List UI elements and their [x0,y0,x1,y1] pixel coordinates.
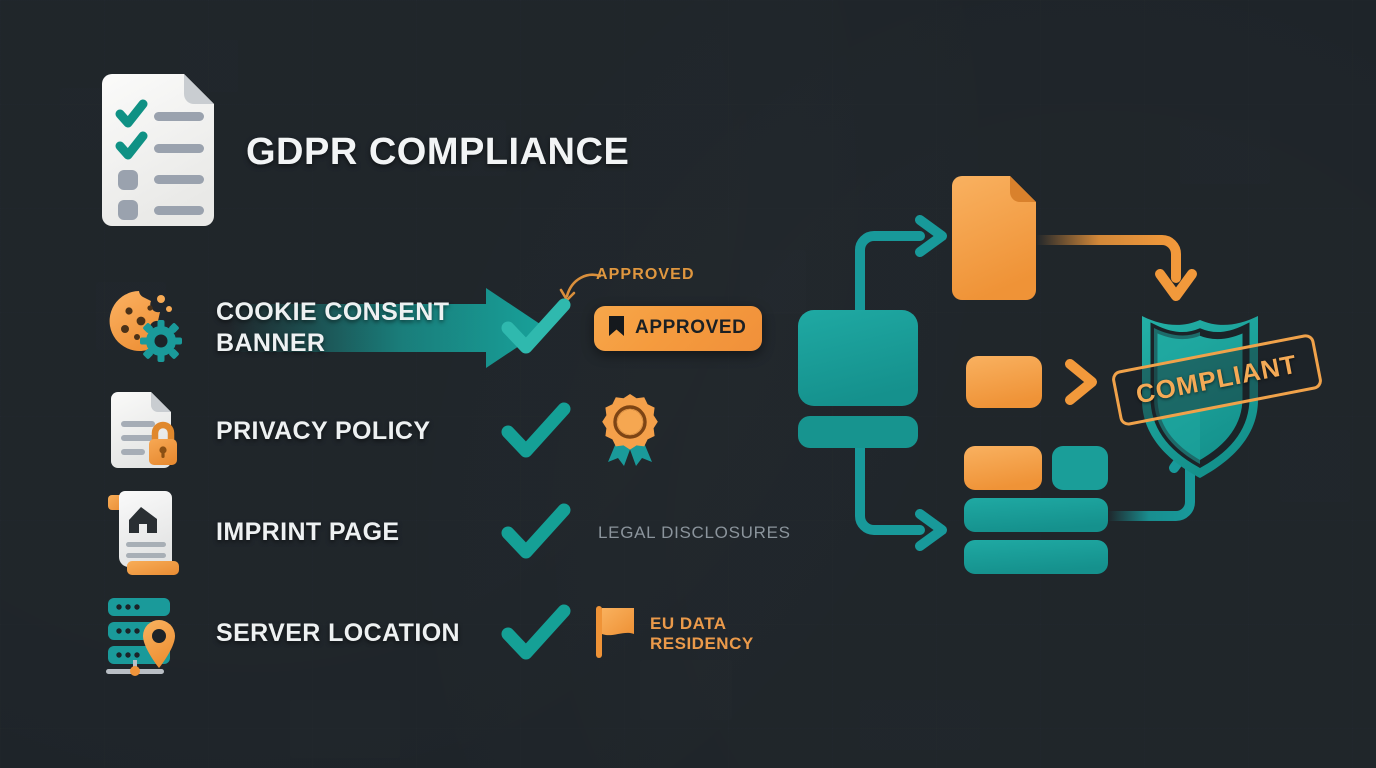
privacy-policy-trailing [598,392,662,473]
checklist-document-icon [98,70,218,235]
checklist-row-privacy-policy[interactable]: PRIVACY POLICY [98,384,662,480]
compliance-flow-diagram [798,176,1258,574]
document-lock-icon [98,384,194,480]
eu-residency-trailing: EU DATA RESIDENCY [594,604,754,665]
scroll-house-icon [98,485,194,581]
page-title: GDPR COMPLIANCE [246,131,630,173]
approved-badge[interactable]: APPROVED [594,305,763,351]
checklist-row-label: COOKIE CONSENT BANNER [216,297,450,357]
check-icon [486,298,586,358]
checklist-row-label: PRIVACY POLICY [216,417,431,446]
award-rosette-icon [598,392,662,473]
flag-icon [594,604,638,665]
page-header: GDPR COMPLIANCE [98,70,629,235]
shield-icon [1142,316,1258,478]
approved-badge-label: APPROVED [635,317,747,338]
checklist-row-server-location[interactable]: SERVER LOCATION [98,586,754,682]
imprint-trailing: LEGAL DISCLOSURES [598,523,791,543]
legal-disclosures-label: LEGAL DISCLOSURES [598,523,791,542]
check-icon [486,503,586,563]
check-icon [486,402,586,462]
checklist-row-cookie-consent[interactable]: COOKIE CONSENT BANNER APPROVED [98,280,763,376]
checklist-row-label: IMPRINT PAGE [216,518,400,547]
check-icon [486,604,586,664]
checklist-row-imprint-page[interactable]: IMPRINT PAGE LEGAL DISCLOSURES [98,485,791,581]
approved-callout-label: APPROVED [596,266,695,283]
eu-residency-label: EU DATA RESIDENCY [650,613,754,653]
bookmark-icon [608,315,625,342]
approved-badge-slot[interactable]: APPROVED [594,305,763,351]
checklist-row-label: SERVER LOCATION [216,619,460,648]
server-pin-icon [98,586,194,682]
cookie-gear-icon [98,280,194,376]
